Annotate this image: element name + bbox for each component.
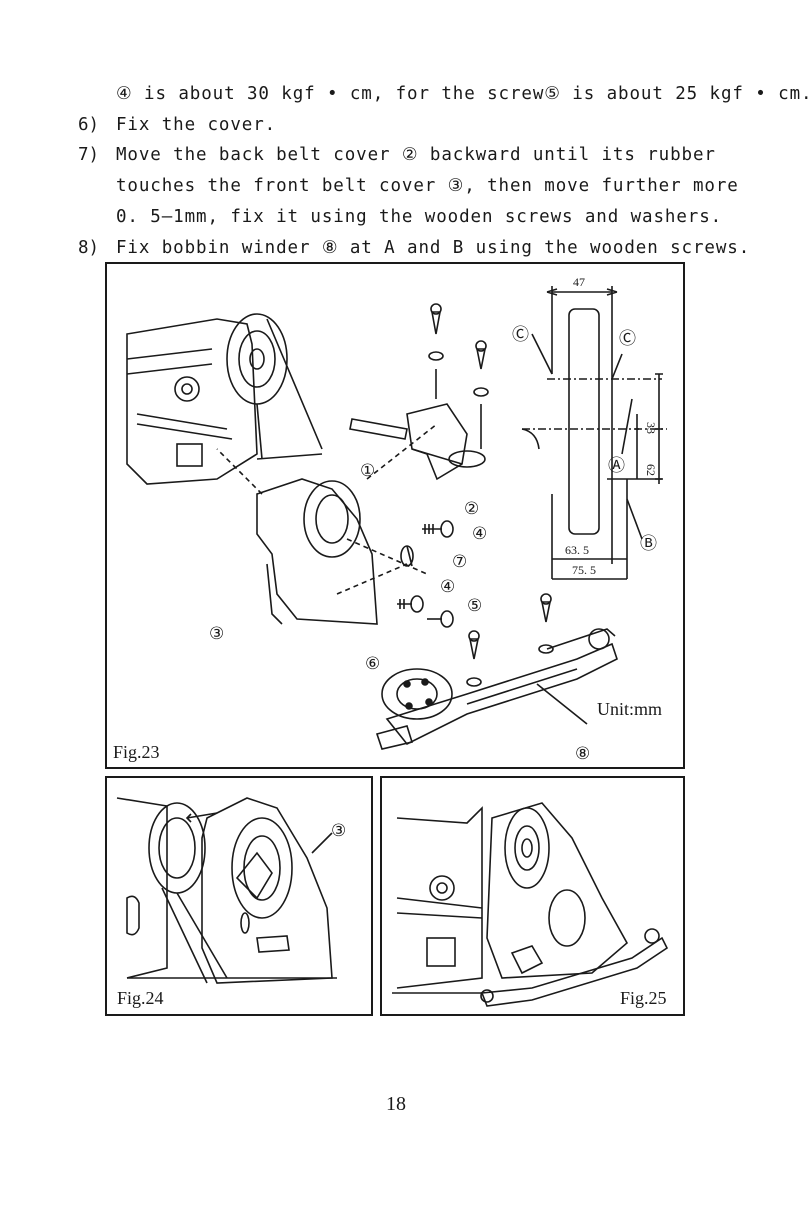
fig24-illustration: ③	[116, 797, 346, 984]
page-number: 18	[386, 1093, 406, 1115]
callout-a: Ⓐ	[608, 456, 625, 475]
callout-8: ⑧	[575, 744, 590, 763]
callout-7: ⑦	[452, 552, 467, 571]
step-number-8: 8)	[78, 238, 100, 258]
callout-b: Ⓑ	[640, 534, 657, 553]
continuation-line: ④ is about 30 kgf • cm, for the screw⑤ i…	[116, 84, 812, 104]
callout-c-left: Ⓒ	[512, 325, 529, 344]
fig23-label: Fig.23	[113, 742, 160, 762]
dimension-63-5: 63. 5	[565, 543, 589, 557]
step-number-6: 6)	[78, 115, 100, 135]
figure-24: ③ Fig.24	[105, 776, 373, 1016]
callout-4a: ④	[472, 524, 487, 543]
callout-4b: ④	[440, 577, 455, 596]
dimension-33: 33	[644, 422, 658, 434]
step-8-line-1: Fix bobbin winder ⑧ at A and B using the…	[116, 238, 751, 258]
fig25-illustration	[392, 802, 669, 1007]
fig24-label: Fig.24	[117, 988, 164, 1008]
fig25-label: Fig.25	[620, 988, 667, 1008]
step-7-line-3: 0. 5—1mm, fix it using the wooden screws…	[116, 207, 723, 227]
callout-6: ⑥	[365, 654, 380, 673]
callout-5: ⑤	[467, 596, 482, 615]
callout-c-right: Ⓒ	[619, 329, 636, 348]
dimension-75-5: 75. 5	[572, 563, 596, 577]
callout-2: ②	[464, 499, 479, 518]
dimension-62: 62	[644, 464, 658, 476]
figure-23: ① ② ③ ④ ④ ⑤ ⑥ ⑦ ⑧ Ⓒ Ⓒ Ⓐ Ⓑ 47 33 62 63. 5…	[105, 262, 685, 769]
step-7-line-2: touches the front belt cover ③, then mov…	[116, 176, 739, 196]
fig23-illustration	[126, 286, 667, 750]
figure-25: Fig.25	[380, 776, 685, 1016]
dimension-47: 47	[573, 275, 585, 289]
callout-3: ③	[209, 624, 224, 643]
step-7-line-1: Move the back belt cover ② backward unti…	[116, 145, 716, 165]
fig23-callouts: ① ② ③ ④ ④ ⑤ ⑥ ⑦ ⑧ Ⓒ Ⓒ Ⓐ Ⓑ 47 33 62 63. 5…	[209, 275, 658, 763]
fig24-callout-3: ③	[331, 821, 346, 840]
step-number-7: 7)	[78, 145, 100, 165]
step-6-line-1: Fix the cover.	[116, 115, 277, 135]
unit-label: Unit:mm	[597, 699, 663, 719]
callout-1: ①	[360, 461, 375, 480]
